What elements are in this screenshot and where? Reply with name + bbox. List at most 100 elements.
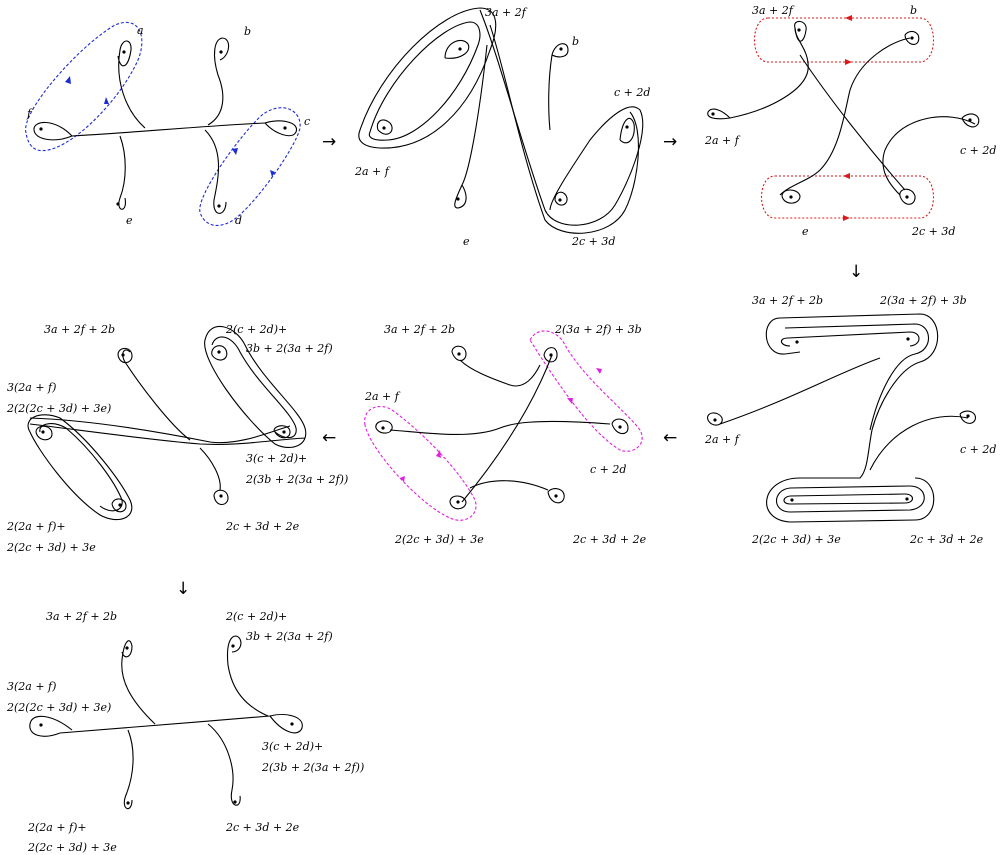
- strand-6-tl: [122, 349, 191, 441]
- puncture-7-1: [125, 646, 129, 650]
- label-5-left: 2a + f: [364, 390, 401, 403]
- puncture-7-5: [126, 801, 130, 805]
- inner-top-band: [787, 331, 920, 347]
- loop-5-bl: [449, 495, 467, 510]
- puncture-4-3: [713, 418, 717, 422]
- loop-c2d-3: [961, 113, 980, 128]
- label-7-right-1: 3(c + 2d)+: [262, 740, 323, 753]
- magenta-loop-left: [364, 406, 477, 521]
- puncture-4-5: [790, 498, 794, 502]
- inner-loop-ur: [211, 336, 297, 439]
- puncture-d: [217, 204, 221, 208]
- panel-3: 3a + 2f b 2a + f c + 2d e 2c + 3d: [704, 4, 996, 238]
- puncture-5-6: [554, 494, 558, 498]
- label-4-bl: 2(2c + 3d) + 3e: [751, 533, 841, 546]
- loop-e-3: [781, 189, 801, 204]
- puncture-5-1: [457, 352, 461, 356]
- inner-loop-d: [554, 191, 568, 206]
- inner-loop-cd: [619, 117, 635, 144]
- bottom-bands: [775, 485, 925, 513]
- loop-ur-bottom: [273, 425, 291, 439]
- puncture-6-1: [121, 353, 125, 357]
- loop-ur-top: [211, 345, 228, 361]
- label-6-bl-2: 2(2c + 3d) + 3e: [6, 541, 96, 554]
- strand-e: [118, 135, 126, 210]
- red-arrow-3: [843, 173, 850, 179]
- label-2c3d: 2c + 3d: [571, 235, 615, 248]
- magenta-loop-right: [529, 330, 643, 452]
- label-3-br: 2c + 3d: [911, 225, 955, 238]
- arrow-right-2: →: [663, 132, 677, 152]
- loop-5-left: [375, 420, 393, 434]
- blue-arrow-4: [270, 170, 275, 177]
- mag-arrow-2: [400, 476, 405, 482]
- puncture-3-5: [789, 195, 793, 199]
- label-3-b: b: [910, 4, 917, 17]
- label-6-right-2: 2(3b + 2(3a + 2f)): [245, 473, 348, 486]
- diag-strands-2: [489, 24, 639, 234]
- label-7-bl-2: 2(2c + 3d) + 3e: [27, 841, 117, 854]
- red-arrow-2: [845, 59, 852, 65]
- diagonal-5: [461, 354, 553, 503]
- label-6-left-2: 2(2(2c + 3d) + 3e): [6, 402, 111, 415]
- loop-2c3d-3: [899, 188, 916, 205]
- strand-7-bl: [123, 729, 134, 810]
- mag-arrow-4: [567, 398, 573, 404]
- label-6-tr-1: 2(c + 2d)+: [225, 323, 287, 336]
- strand-5-br: [469, 480, 549, 491]
- puncture-f: [39, 127, 43, 131]
- strand-e-2: [454, 44, 488, 209]
- panel-1: a b c d e f: [25, 21, 310, 227]
- label-4-left: 2a + f: [704, 433, 741, 446]
- puncture-5-3: [381, 426, 385, 430]
- loop-7-right: [269, 713, 303, 734]
- strand-5-tl: [459, 359, 541, 387]
- strand-c2d-3: [882, 116, 976, 196]
- label-f: f: [26, 107, 33, 120]
- label-6-br: 2c + 3d + 2e: [225, 520, 300, 533]
- red-loop-top: [754, 17, 934, 63]
- blue-loop-af: [25, 21, 143, 152]
- label-6-tr-2: 3b + 2(3a + 2f): [246, 342, 333, 355]
- central-strand-7: [59, 715, 271, 734]
- label-e-2: e: [463, 235, 470, 248]
- arrow-right-1: →: [322, 132, 336, 152]
- puncture-e2: [456, 197, 460, 201]
- blue-arrow-2: [104, 97, 109, 104]
- inner-loop-a: [376, 119, 393, 135]
- label-6-bl-1: 2(2a + f)+: [6, 520, 66, 533]
- mag-arrow-1: [436, 450, 441, 458]
- label-7-right-2: 2(3b + 2(3a + 2f)): [261, 761, 364, 774]
- label-3-right: c + 2d: [960, 144, 996, 157]
- loop-f: [33, 121, 73, 141]
- panel-7: 3a + 2f + 2b 2(c + 2d)+ 3b + 2(3a + 2f) …: [6, 610, 364, 854]
- loop-c: [264, 120, 297, 137]
- label-6-tl: 3a + 2f + 2b: [44, 323, 115, 336]
- label-5-tl: 3a + 2f + 2b: [384, 323, 455, 336]
- puncture-6-4: [282, 430, 286, 434]
- puncture-b: [219, 50, 223, 54]
- loop-5-tl: [451, 345, 467, 362]
- loop-3a2f: [794, 20, 807, 42]
- strand-3a2f: [707, 27, 809, 120]
- puncture-3-1: [797, 28, 801, 32]
- blue-arrow-1: [65, 76, 71, 84]
- label-3-left: 2a + f: [704, 134, 741, 147]
- label-7-tl: 3a + 2f + 2b: [46, 610, 117, 623]
- strand-5-left: [389, 420, 611, 435]
- panel-5: 3a + 2f + 2b 2(3a + 2f) + 3b 2a + f c + …: [364, 323, 647, 546]
- loop-ll-top: [35, 425, 53, 441]
- inner-loop-ll: [39, 423, 123, 512]
- strand-2af-4: [719, 357, 881, 425]
- loop-6-tl: [117, 347, 133, 364]
- puncture-3-3: [711, 112, 715, 116]
- strand-7-br: [207, 723, 241, 806]
- puncture-4-2: [906, 337, 910, 341]
- label-3a2f: 3a + 2f: [485, 6, 528, 19]
- arrow-left-1: ←: [663, 428, 677, 448]
- strand-a: [117, 40, 146, 129]
- strand-7-tl: [121, 640, 156, 725]
- outer-top-band: [766, 313, 939, 523]
- label-7-tr-2: 3b + 2(3a + 2f): [246, 630, 333, 643]
